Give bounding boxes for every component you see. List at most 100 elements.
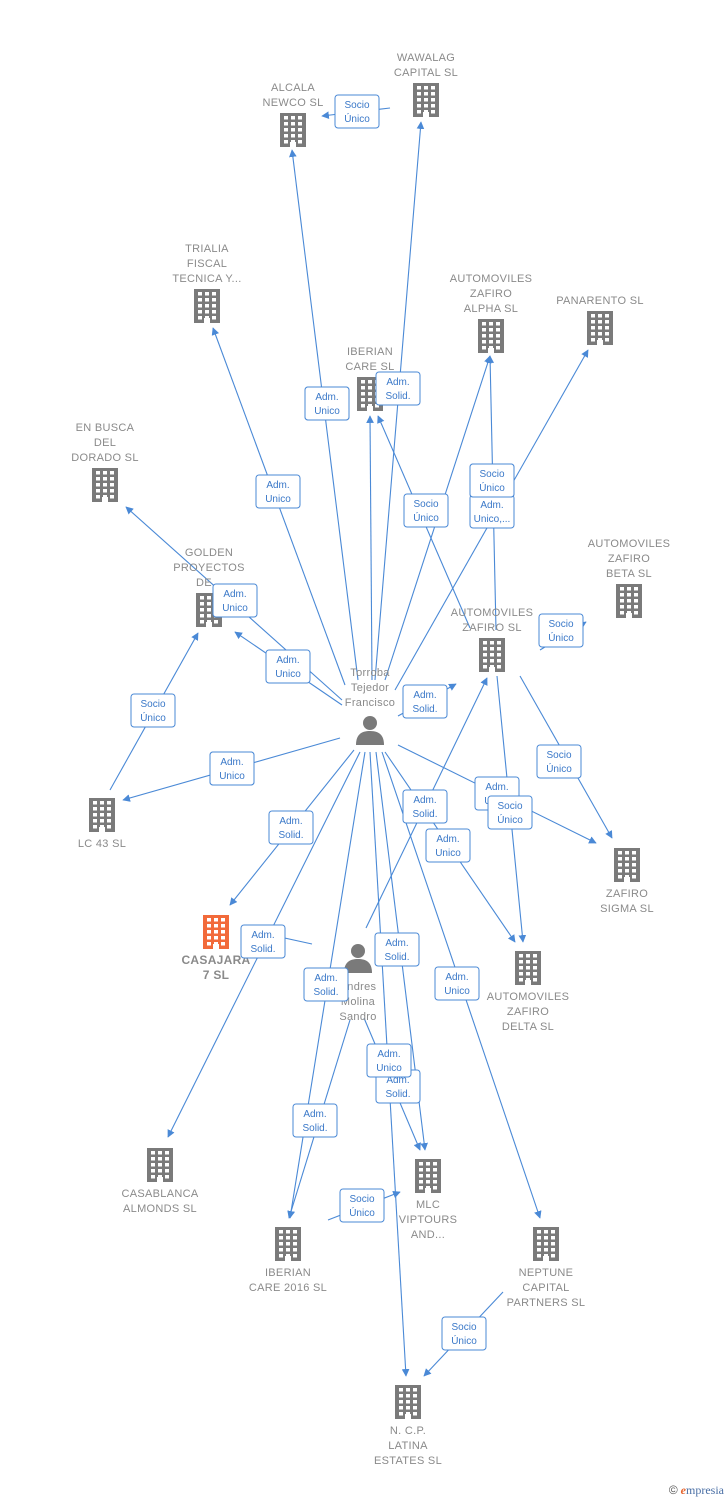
building-icon[interactable] [89,798,115,832]
edge-label-line: Socio [344,100,369,111]
building-icon[interactable] [478,319,504,353]
building-window [433,1180,437,1184]
edge-label-torroba-to-ncp[interactable]: Adm.Unico [366,1043,412,1078]
edge-label-torroba-to-iberian2016[interactable]: Adm.Solid. [303,967,349,1002]
building-icon[interactable] [413,83,439,117]
edge-label-torroba-to-casajara[interactable]: Adm.Solid. [268,810,314,845]
building-window [519,954,523,958]
building-window [165,1163,169,1167]
building-icon[interactable] [147,1148,173,1182]
edge-label-torroba-to-neptune[interactable]: Adm.Unico [434,966,480,1001]
edge-label-torroba-to-trialia[interactable]: Adm.Unico [255,474,301,509]
copyright-symbol: © [668,1483,678,1497]
building-icon[interactable] [533,1227,559,1261]
building-window [483,665,487,669]
person-icon[interactable] [356,716,384,745]
building-icon[interactable] [194,289,220,323]
building-window [526,978,530,982]
building-window [151,1157,155,1161]
building-window [158,1169,162,1173]
building-icon[interactable] [415,1159,441,1193]
building-window [212,316,216,320]
edge-label-torroba-to-iberian_care[interactable]: Adm.Solid. [375,371,421,406]
building-window [433,1168,437,1172]
edge-label-box [265,649,311,684]
building-icon[interactable] [280,113,306,147]
edge-label-torroba-to-az_delta[interactable]: Adm.Unico [425,828,471,863]
edge-label-torroba-to-mlc[interactable]: Adm.Solid. [374,932,420,967]
edge-label-torroba-to-en_busca[interactable]: Adm.Unico [212,583,258,618]
building-icon[interactable] [515,951,541,985]
building-icon[interactable] [616,584,642,618]
node-label-line: TRIALIA [185,243,229,255]
building-icon[interactable] [614,848,640,882]
building-icon[interactable] [395,1385,421,1419]
building-icon[interactable] [92,468,118,502]
edge-label-torroba-to-az_sl[interactable]: Adm.Solid. [402,684,448,719]
brand-watermark[interactable]: ©empresia [669,1483,724,1498]
edge-label-box [292,1103,338,1138]
building-window [519,972,523,976]
edge-label-torroba-to-casablanca[interactable]: Adm.Unico [209,751,255,786]
edge-label-andres-to-az_sl[interactable]: Adm.Solid. [402,789,448,824]
building-window [634,605,638,609]
building-window [591,338,595,342]
building-window [551,1254,555,1258]
building-window [618,851,622,855]
building-door [624,877,630,882]
edge-label-torroba-to-az_alpha[interactable]: Adm.Unico,... [469,494,515,529]
node-mlc[interactable]: MLCVIPTOURSAND... [399,1159,457,1241]
building-window [165,1169,169,1173]
building-window [413,1388,417,1392]
edge-label-torroba-to-golden[interactable]: Adm.Unico [265,649,311,684]
building-window [205,298,209,302]
node-label-line: PARTNERS SL [507,1297,586,1309]
building-window [205,316,209,320]
building-icon[interactable] [275,1227,301,1261]
node-lc43[interactable]: LC 43 SL [78,798,126,850]
node-panarento[interactable]: PANARENTO SL [556,295,644,345]
edge-label-torroba-to-alcala[interactable]: Adm.Unico [304,386,350,421]
building-icon-focus[interactable] [203,915,229,949]
building-window [620,587,624,591]
building-window [544,1236,548,1240]
person-icon[interactable] [344,944,372,973]
building-window [291,134,295,138]
node-label-line: FISCAL [187,258,227,270]
node-label-line: ALPHA SL [464,303,518,315]
building-icon[interactable] [587,311,613,345]
building-window [424,92,428,96]
brand-first-letter: e [680,1483,686,1497]
node-label-line: CAPITAL [522,1282,569,1294]
building-window [107,807,111,811]
building-icon[interactable] [479,638,505,672]
node-label-line: ZAFIRO [606,888,648,900]
edge-label-andres-to-iberian2016[interactable]: Adm.Solid. [292,1103,338,1138]
edge-label-andres-to-casajara[interactable]: Adm.Solid. [240,924,286,959]
